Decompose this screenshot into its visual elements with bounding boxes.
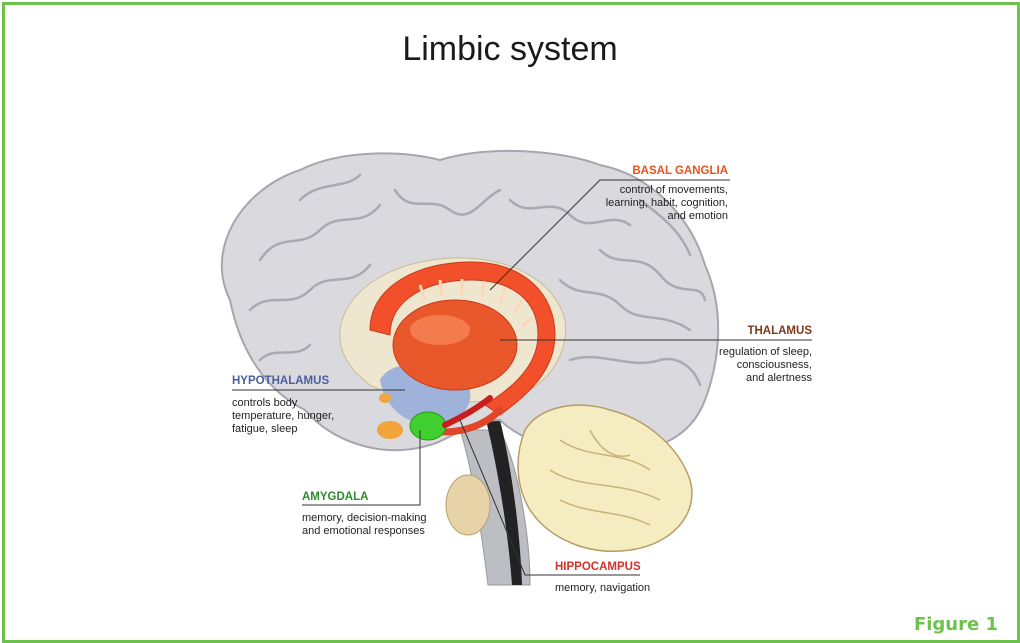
amygdala-desc-1: memory, decision-making [302, 512, 427, 524]
thalamus-desc-1: regulation of sleep, [719, 346, 812, 358]
amygdala-region [410, 412, 446, 440]
hypothalamus-desc-3: fatigue, sleep [232, 423, 297, 435]
hypothalamus-label: HYPOTHALAMUS [232, 375, 329, 387]
thalamus-region [393, 300, 517, 390]
amygdala-desc-2: and emotional responses [302, 525, 425, 537]
hippocampus-desc-1: memory, navigation [555, 582, 650, 594]
basal-ganglia-desc-2: learning, habit, cognition, [606, 197, 728, 209]
hypothalamus-desc-2: temperature, hunger, [232, 410, 334, 422]
mammillary-body [377, 421, 403, 439]
pons [446, 475, 490, 535]
thalamus-label: THALAMUS [747, 325, 812, 337]
basal-ganglia-desc-1: control of movements, [620, 184, 728, 196]
hippocampus-label: HIPPOCAMPUS [555, 561, 641, 573]
thalamus-highlight [410, 315, 470, 345]
basal-ganglia-desc-3: and emotion [667, 210, 728, 222]
thalamus-desc-3: and alertness [746, 372, 813, 384]
pituitary [379, 393, 391, 403]
hypothalamus-desc-1: controls body [232, 397, 298, 409]
thalamus-desc-2: consciousness, [737, 359, 812, 371]
figure-label: Figure 1 [914, 614, 998, 635]
basal-ganglia-label: BASAL GANGLIA [632, 165, 728, 177]
amygdala-label: AMYGDALA [302, 491, 368, 503]
